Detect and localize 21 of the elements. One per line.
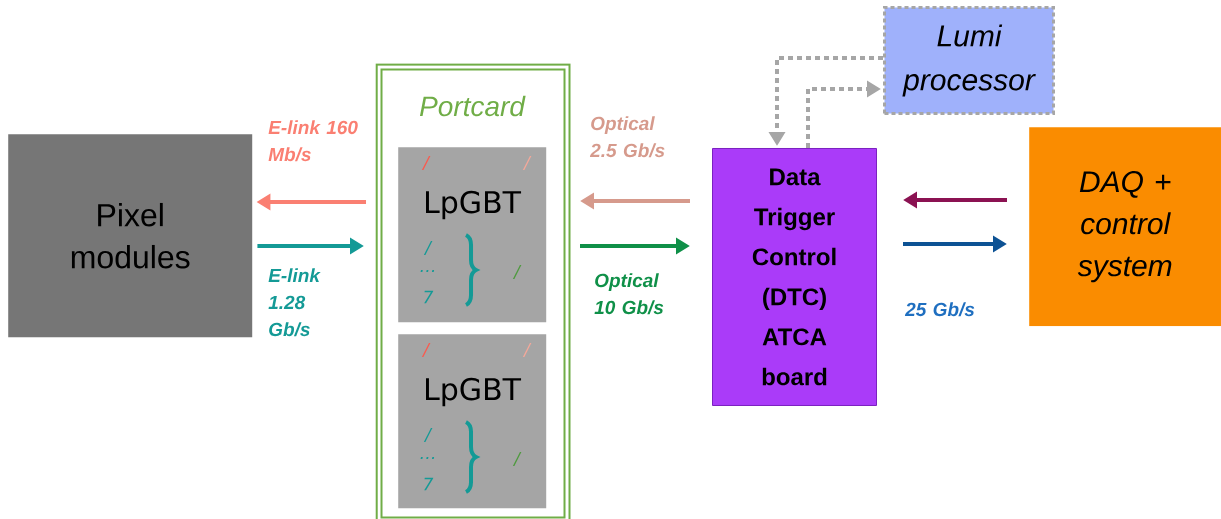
chip-label: / <box>512 265 522 279</box>
chip-label: / <box>423 428 433 442</box>
process-box: Pixel modules <box>8 134 253 338</box>
chip-label: 7 <box>424 477 434 491</box>
chip-label: / <box>421 156 431 170</box>
edge-label: 25 Gb/s <box>904 302 975 317</box>
chip-label: / <box>512 452 522 466</box>
chip-label: 7 <box>424 290 434 304</box>
chip-label: … <box>420 269 435 273</box>
edge-label: Optical 10 Gb/s <box>594 273 664 315</box>
process-box: Data Trigger Control (DTC) ATCA board <box>712 148 877 406</box>
edge-label: E-link 1.28 Gb/s <box>268 268 321 337</box>
process-box: DAQ + control system <box>1029 127 1221 327</box>
edge-label: Optical 2.5 Gb/s <box>589 116 665 158</box>
dashed-box: Lumi processor <box>883 6 1055 115</box>
chip-label: / <box>522 156 532 170</box>
chip-label: / <box>421 343 431 357</box>
chip-label: / <box>423 241 433 255</box>
chip-label: … <box>420 456 435 460</box>
edge-label: E-link 160 Mb/s <box>268 120 358 162</box>
chip-label: / <box>522 343 532 357</box>
